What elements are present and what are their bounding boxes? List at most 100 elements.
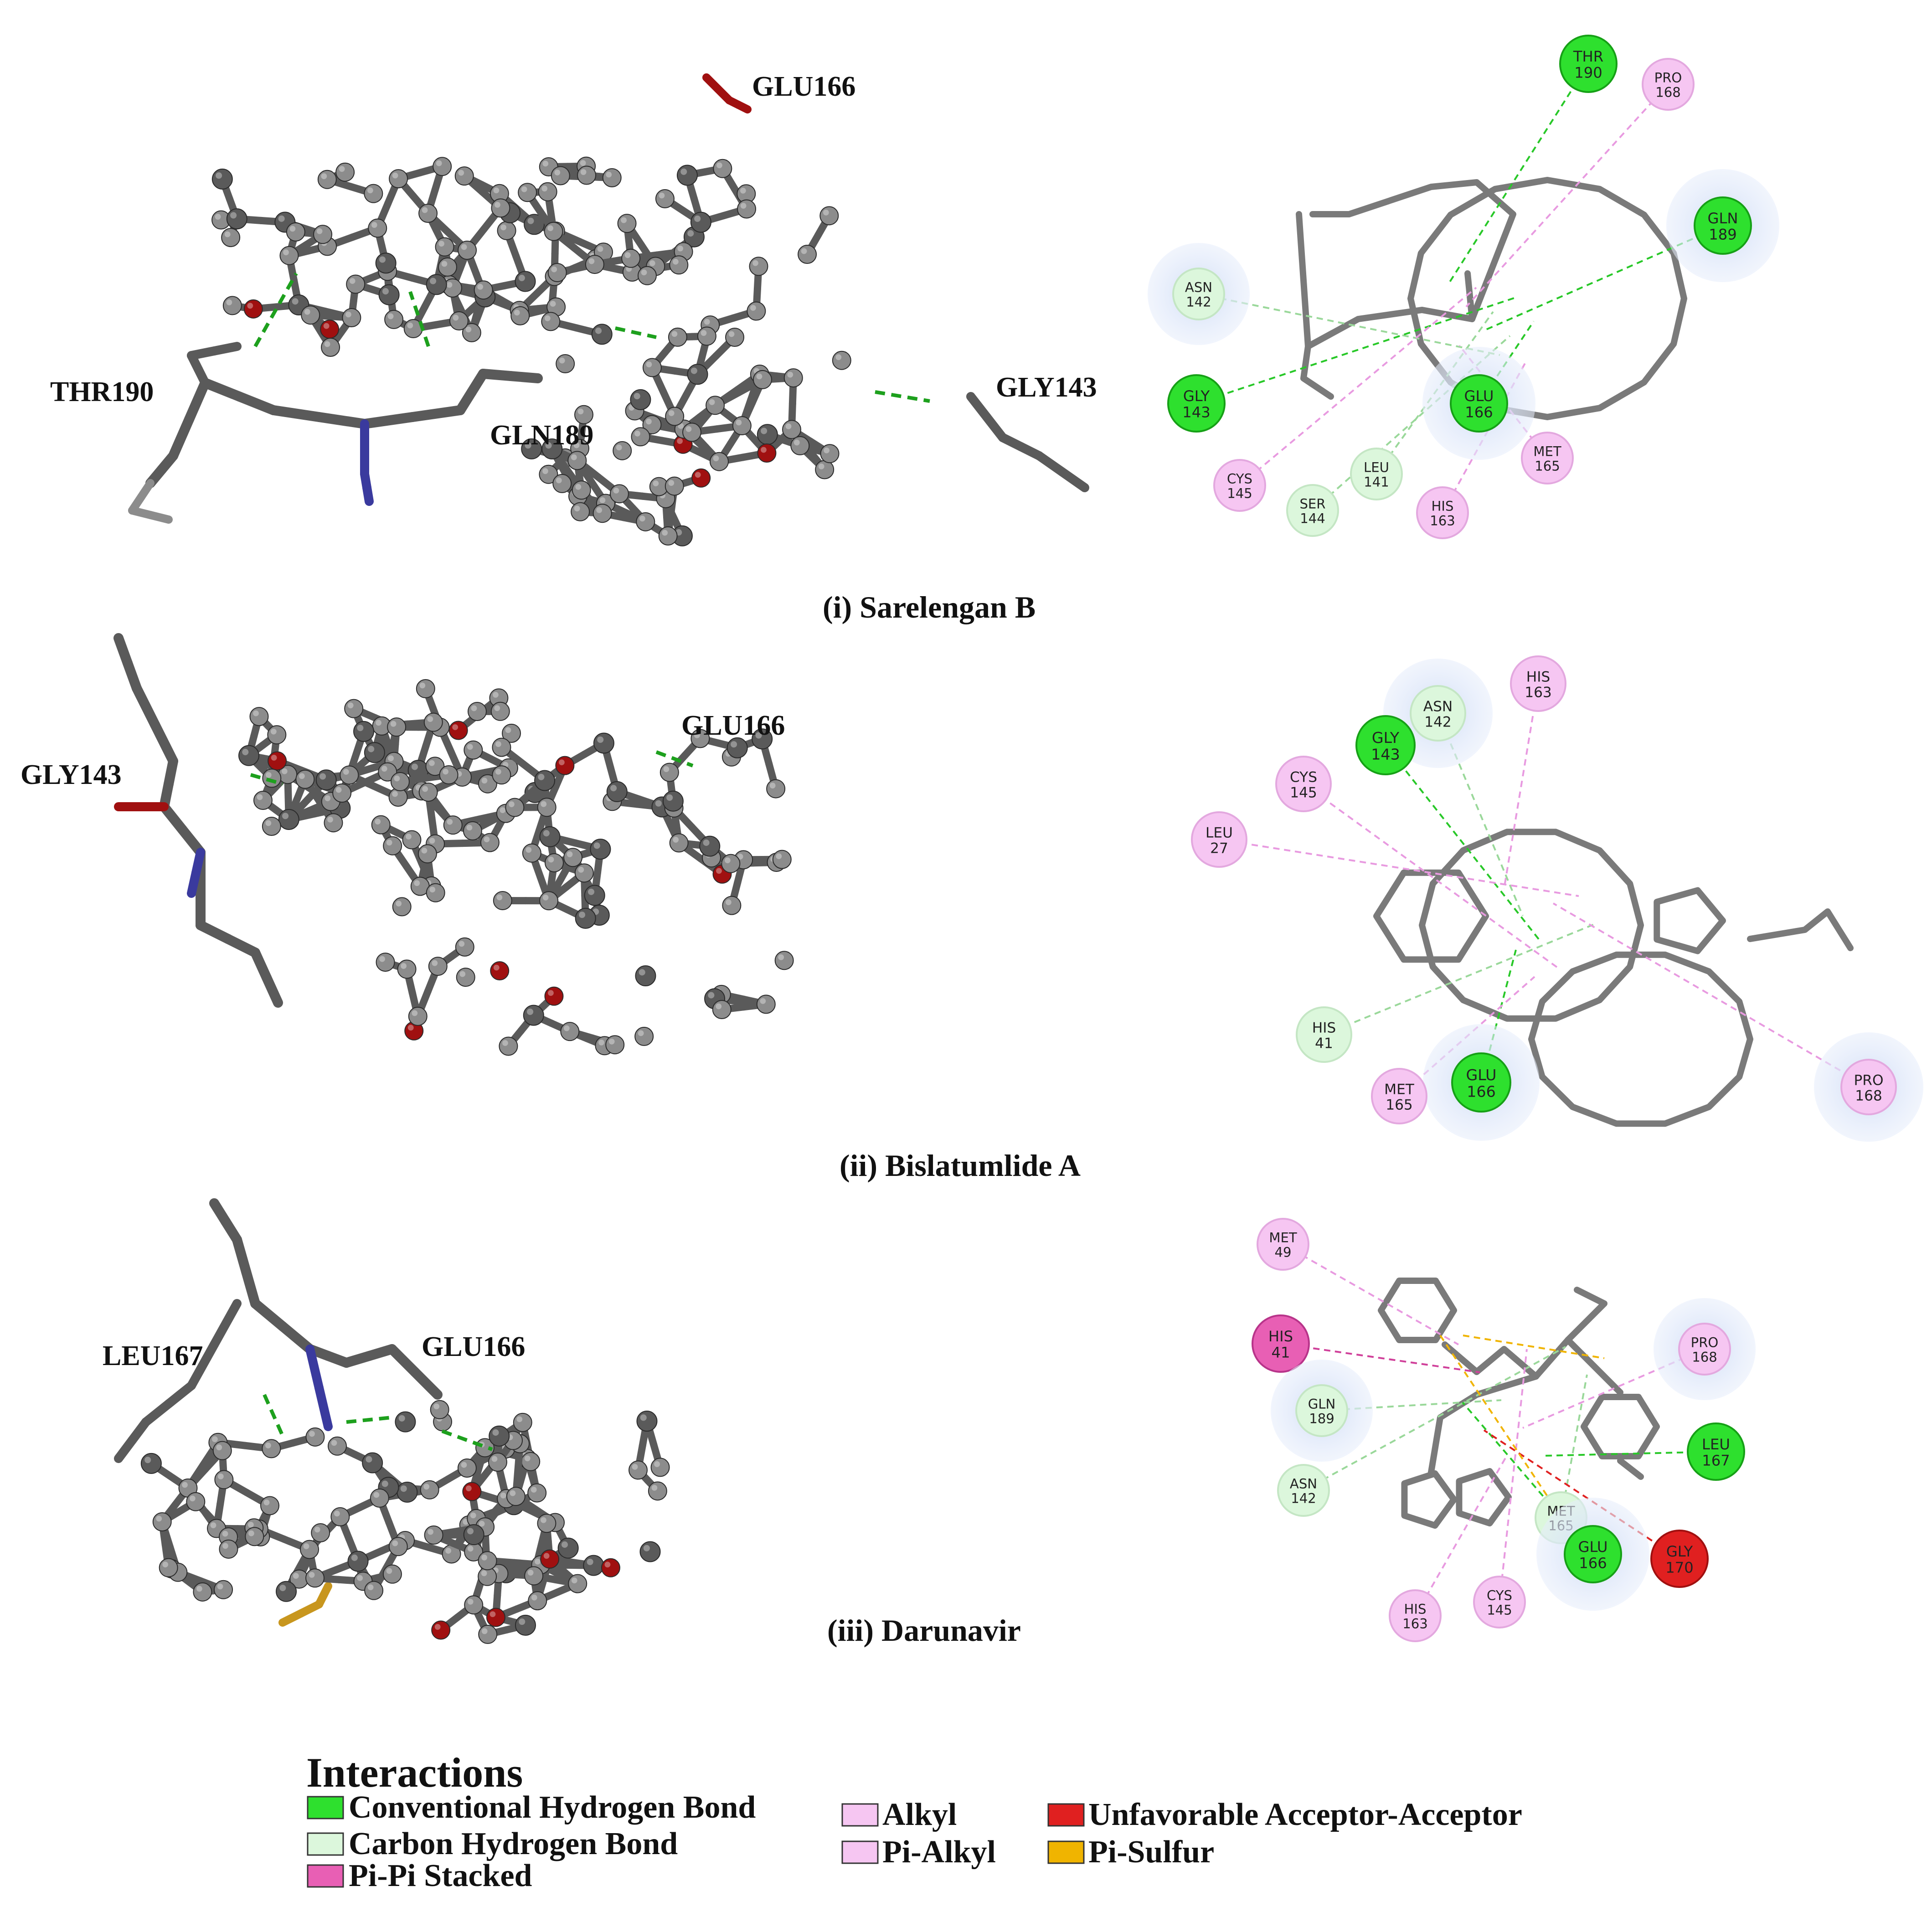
residue-disc [1650, 1530, 1709, 1588]
residue-name: LEU [1206, 825, 1233, 841]
atom-highlight [299, 773, 305, 779]
atom-ball [636, 1411, 658, 1432]
atom-ball [424, 1525, 443, 1545]
atom-ball [665, 407, 685, 426]
atom-ball [378, 284, 400, 305]
atom-highlight [253, 710, 259, 716]
atom-highlight [709, 399, 715, 405]
atom-ball [418, 203, 438, 223]
legend-label-pi-alkyl: Pi-Alkyl [882, 1835, 996, 1870]
atom-ball [423, 712, 443, 732]
atom-ball [538, 182, 557, 201]
bond-stick [184, 378, 210, 424]
atom-ball [713, 159, 732, 178]
atom-highlight [309, 1572, 315, 1578]
atom-highlight [567, 851, 573, 857]
residue-name: HIS [1526, 669, 1550, 685]
atom-ball [515, 271, 536, 292]
atom-highlight [407, 322, 413, 329]
atom-ball [449, 311, 469, 331]
atom-highlight [401, 963, 407, 969]
atom-ball [435, 237, 454, 257]
atom-highlight [551, 266, 557, 273]
atom-highlight [216, 1444, 222, 1451]
residue-disc [1521, 432, 1574, 484]
atom-ball [219, 1539, 238, 1559]
residue-num: 168 [1692, 1350, 1717, 1365]
atom-highlight [776, 853, 782, 859]
atom-ball [523, 1005, 544, 1026]
atom-ball [541, 438, 563, 460]
residue-name: PRO [1854, 1072, 1883, 1088]
atom-ball [574, 405, 593, 424]
atom-ball [563, 848, 583, 867]
atom-ball [397, 959, 417, 979]
p2-label-gly143: GLY143 [21, 759, 122, 790]
atom-ball [556, 354, 575, 374]
atom-highlight [407, 1025, 414, 1031]
ligand-bond [1654, 887, 1726, 954]
legend-label-carbon-hbond: Carbon Hydrogen Bond [349, 1826, 678, 1861]
p1-label-thr190: THR190 [50, 376, 154, 407]
atom-ball [636, 512, 655, 531]
legend-swatch-alkyl [841, 1803, 879, 1827]
atom-highlight [616, 444, 622, 451]
interaction-line [1198, 293, 1500, 356]
residue-name: MET [1269, 1230, 1297, 1246]
atom-highlight [621, 217, 627, 223]
atom-highlight [578, 912, 586, 918]
atom-highlight [760, 998, 766, 1004]
atom-highlight [663, 766, 670, 772]
bond-stick [114, 1436, 137, 1463]
atom-ball [268, 751, 287, 771]
atom-highlight [414, 880, 420, 886]
atom-highlight [505, 727, 511, 733]
atom-ball [712, 1000, 732, 1019]
residue-gln-189: GLN189 [1271, 1360, 1373, 1462]
residue-name: HIS [1312, 1020, 1336, 1036]
residue-num: 170 [1665, 1559, 1694, 1577]
residue-disc [1642, 58, 1695, 111]
atom-ball [577, 165, 597, 185]
hbond-dash [263, 1394, 284, 1437]
atom-ball [560, 1022, 580, 1041]
atom-ball [591, 324, 613, 345]
residue-num: 163 [1430, 513, 1455, 529]
atom-ball [629, 1460, 648, 1480]
atom-highlight [289, 226, 296, 232]
atom-highlight [610, 785, 617, 792]
atom-highlight [495, 741, 501, 747]
atom-highlight [662, 530, 668, 536]
atom-ball [506, 1487, 526, 1506]
atom-highlight [606, 171, 612, 178]
residue-disc [1510, 655, 1566, 712]
atom-ball [305, 1568, 325, 1588]
atom-highlight [343, 769, 349, 775]
atom-ball [662, 790, 684, 812]
atom-ball [522, 843, 541, 863]
atom-highlight [447, 819, 453, 825]
residue-num: 167 [1702, 1452, 1730, 1469]
atom-highlight [526, 847, 532, 853]
atom-highlight [736, 419, 742, 426]
atom-ball [706, 396, 725, 415]
residue-disc [1191, 811, 1247, 868]
atom-highlight [541, 1517, 546, 1523]
interaction-line [1503, 683, 1539, 889]
atom-highlight [323, 323, 330, 329]
atom-ball [211, 168, 233, 190]
atom-ball [722, 896, 742, 915]
atom-highlight [467, 1546, 474, 1552]
atom-highlight [519, 1618, 526, 1625]
atom-ball [245, 1527, 264, 1546]
atom-ball [428, 957, 448, 976]
atom-highlight [542, 894, 549, 901]
atom-highlight [598, 1039, 604, 1046]
atom-highlight [461, 1462, 467, 1468]
residue-num: 145 [1487, 1603, 1512, 1618]
atom-ball [571, 502, 590, 521]
atom-highlight [646, 418, 652, 425]
residue-num: 163 [1402, 1616, 1428, 1632]
atom-highlight [446, 282, 453, 288]
